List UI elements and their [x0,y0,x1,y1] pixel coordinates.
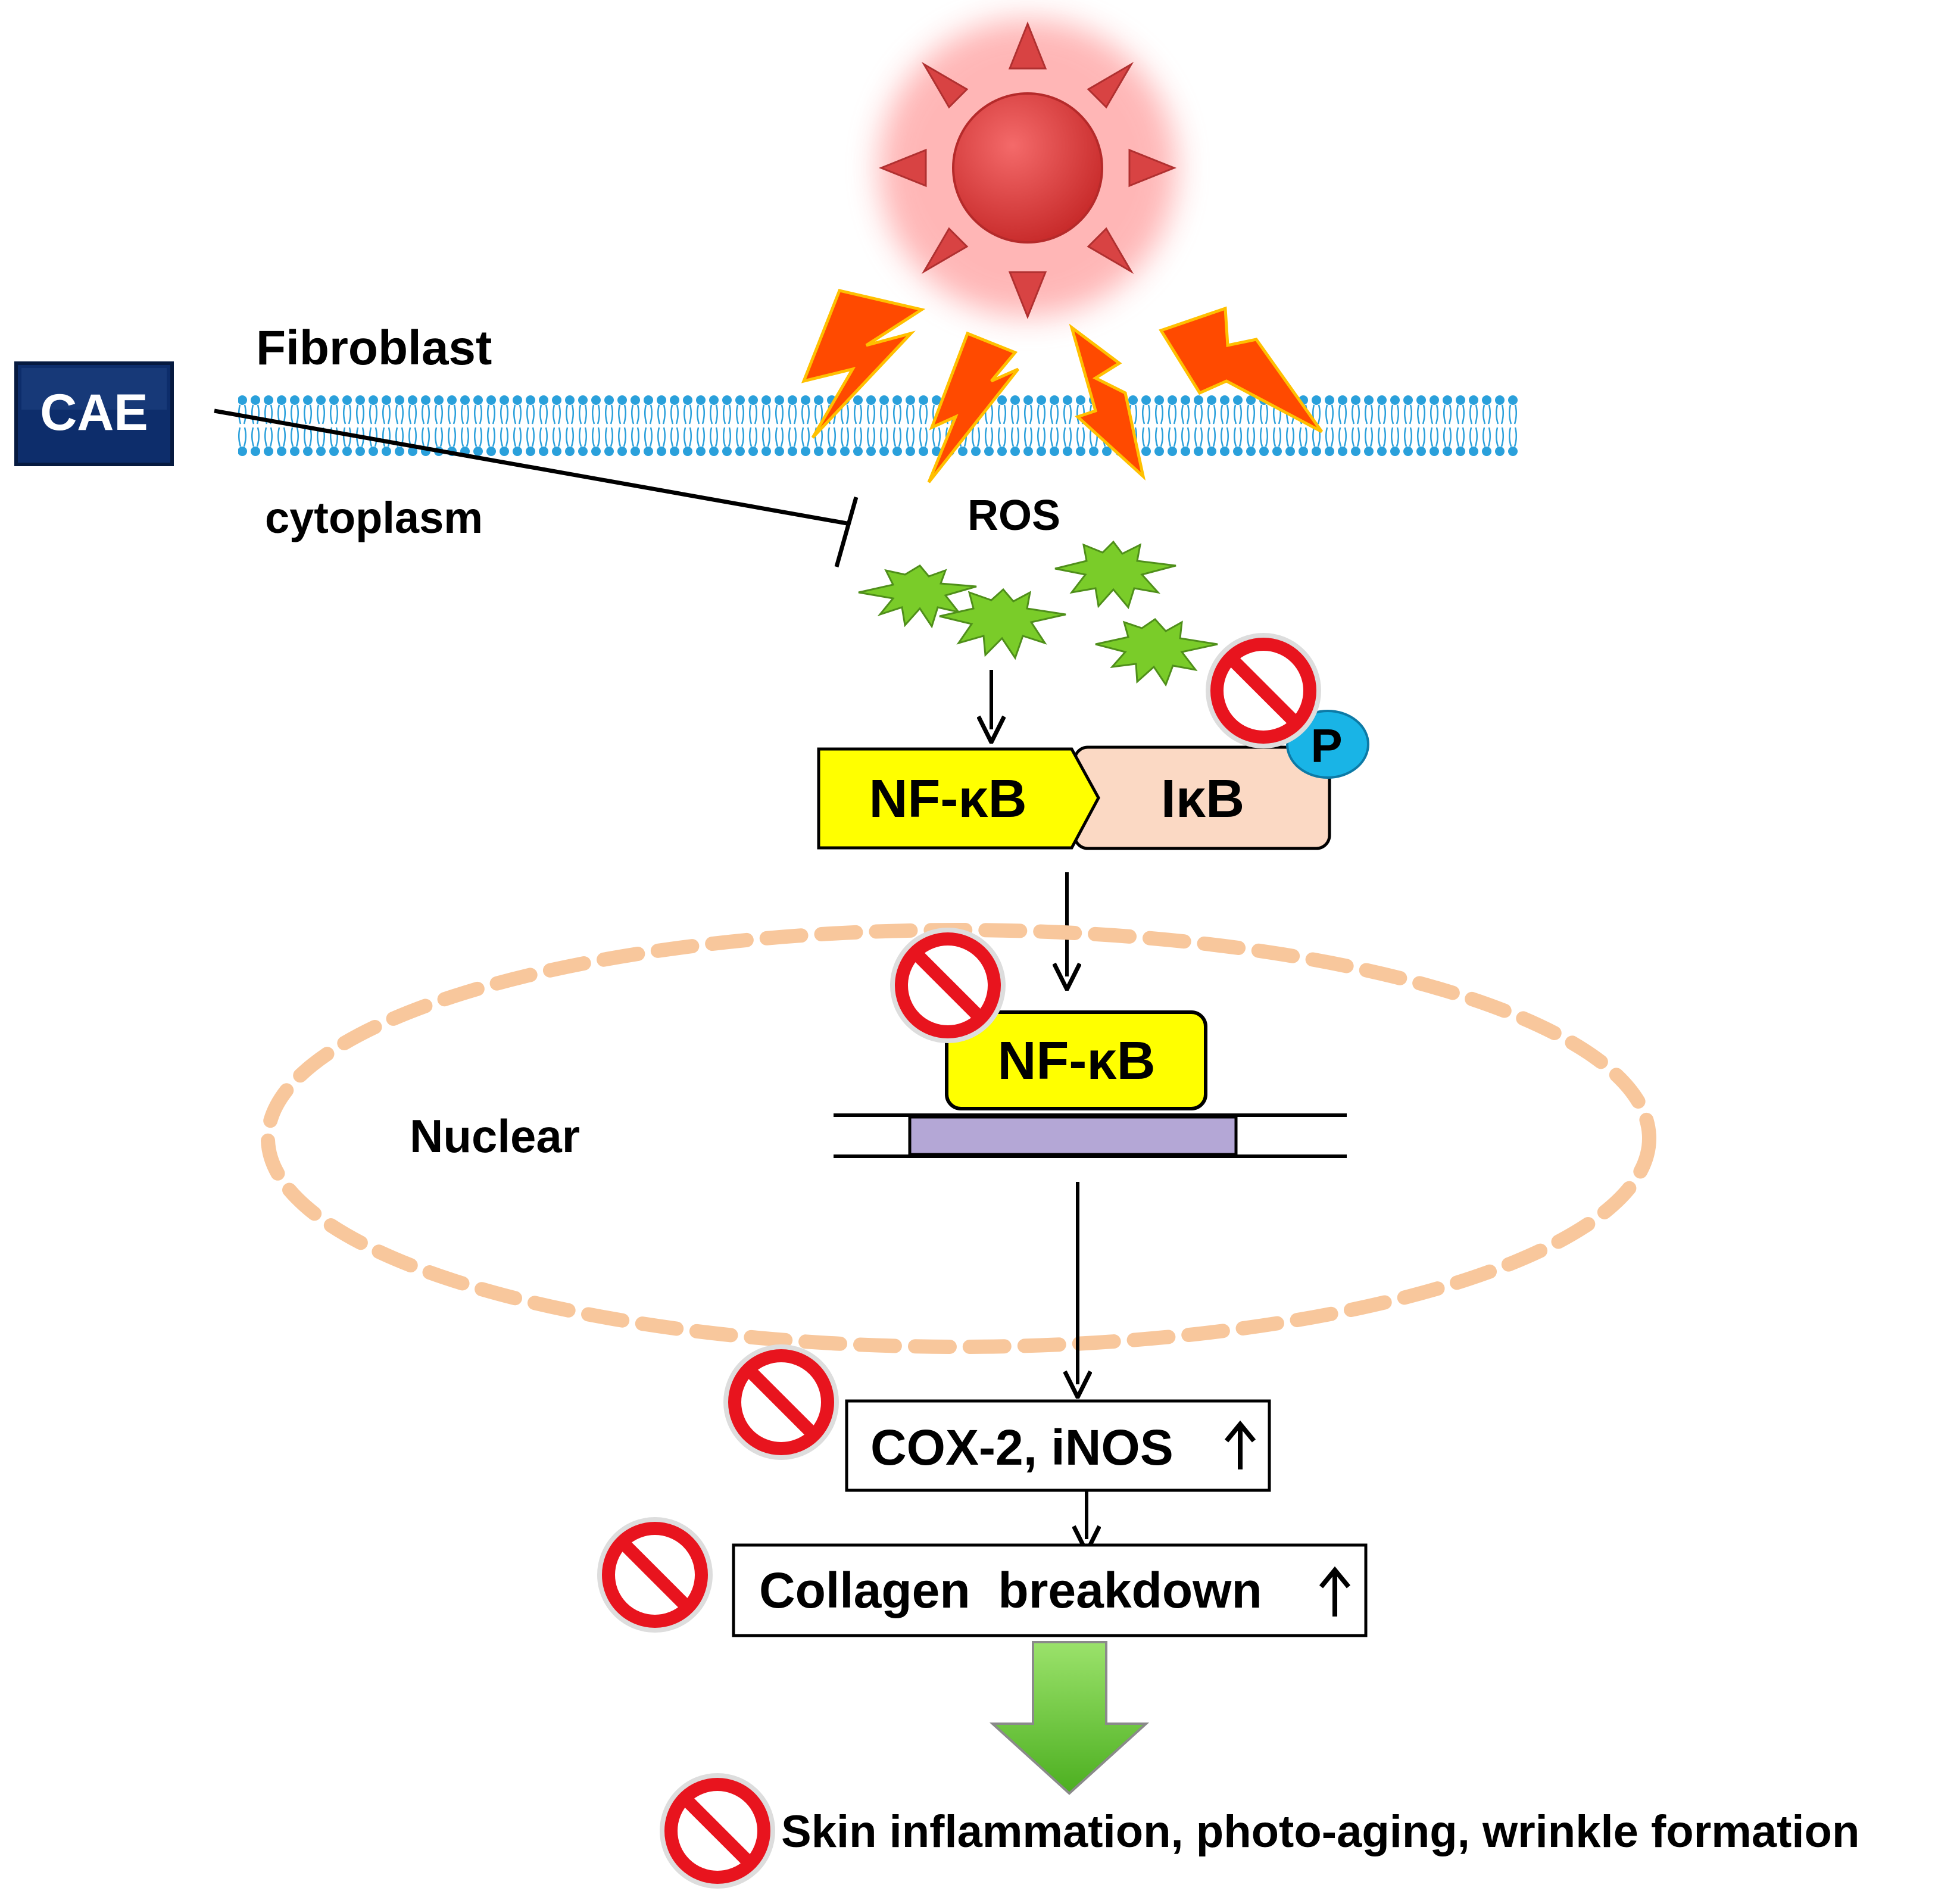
nfkb-nuclear-label: NF-κB [997,1031,1155,1091]
up-arrow-icon [1224,1420,1256,1469]
ros-star-icon [858,540,1218,687]
inhibition-sign-icon [1206,633,1321,748]
collagen-box: Collagen breakdown [732,1543,1368,1637]
dna-strand [834,1113,1347,1158]
nfkb-complex-label: NF-κB [869,769,1026,829]
sun-icon [878,19,1177,320]
ros-label: ROS [967,492,1060,539]
cae-inhibition-line [214,408,859,567]
up-arrow-icon [1319,1566,1351,1617]
cytoplasm-label: cytoplasm [265,493,483,542]
nfkb-nuclear-box: NF-κB [945,1010,1207,1110]
outcome-label: Skin inflammation, photo-aging, wrinkle … [781,1806,1859,1857]
phospho-label: P [1310,719,1342,772]
inhibition-sign-icon [890,928,1006,1043]
inhibition-sign-icon [597,1517,713,1633]
cox2-inos-label: COX-2, iNOS [870,1419,1173,1475]
down-arrow-icon [989,1641,1150,1795]
cae-box: CAE [14,361,174,466]
inhibition-sign-icon [660,1773,775,1889]
lightning-icon [801,289,1324,483]
cox2-inos-box: COX-2, iNOS [845,1399,1271,1492]
fibroblast-label: Fibroblast [256,321,492,375]
cae-label: CAE [40,384,148,441]
ikb-label: IκB [1161,769,1244,829]
collagen-label: Collagen breakdown [759,1562,1262,1618]
nuclear-label: Nuclear [410,1110,580,1162]
inhibition-sign-icon [723,1344,839,1460]
nfkb-ikb-complex: NF-κB IκB [817,745,1331,850]
cell-membrane [238,393,1519,458]
